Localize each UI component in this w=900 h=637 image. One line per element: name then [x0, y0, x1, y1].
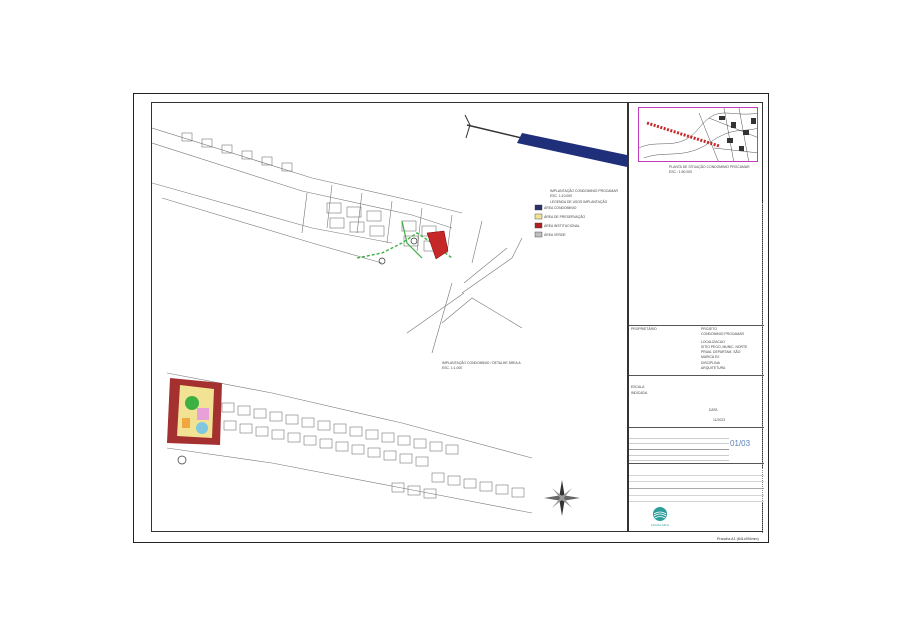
revision-table	[629, 433, 729, 461]
drawing-sheet: IMPLANTAÇÃO CONDOMINIO PROCAMAR ESC. 1:1…	[133, 93, 769, 543]
upper-lot-grid	[152, 127, 483, 264]
drawing-area: IMPLANTAÇÃO CONDOMINIO PROCAMAR ESC. 1:1…	[151, 102, 628, 532]
location-map	[638, 107, 758, 162]
discipline-label: DISCIPLINA	[701, 361, 720, 365]
logo-icon	[653, 507, 667, 521]
legend-swatches	[534, 204, 543, 238]
company-logo: LAGOA AZUL	[641, 506, 679, 532]
location-line: MARICÁ RJ	[701, 355, 720, 359]
detail-title: IMPLANTAÇÃO CONDOMINIO / DETALHE ÁREA A	[442, 361, 521, 365]
location-map-scale: ESC.: 1:50.000	[669, 170, 692, 174]
plan-scale: ESC. 1:10.000	[550, 194, 573, 198]
lower-lot-grid	[166, 372, 533, 514]
location-line: SITIO PEGO, MUNIC. NORTE	[701, 345, 748, 349]
owner-label: PROPRIETÁRIO	[631, 327, 657, 331]
legend-title: LEGENDA DE USOS IMPLANTAÇÃO	[550, 200, 608, 204]
signature-table	[629, 469, 764, 503]
legend-item-label: ÁREA CONDOMINIO	[544, 206, 577, 210]
project-name: CONDOMINIO PROCAMAR	[701, 332, 744, 336]
legend-item-label: ÁREA DE PRESERVAÇÃO	[544, 215, 586, 219]
institutional-area	[426, 230, 449, 260]
location-map-title: PLANTA DE SITUAÇÃO CONDOMINIO PROCAMAR	[669, 165, 750, 169]
legend-item-label: ÁREA INSTITUCIONAL	[544, 224, 580, 228]
sheet-size-label: Prancha A1 (841x594mm)	[717, 537, 759, 541]
leisure-area-detail	[167, 378, 222, 465]
detail-scale: ESC. 1:1.000	[442, 366, 463, 370]
discipline: ARQUITETURA	[701, 366, 726, 370]
project-label: PROJETO	[701, 327, 717, 331]
plan-title: IMPLANTAÇÃO CONDOMINIO PROCAMAR	[550, 189, 618, 193]
compass-rose-icon	[544, 480, 580, 516]
green-path	[356, 232, 453, 259]
scale-value: INDICADA	[631, 391, 648, 395]
date-value: 11/2023	[713, 418, 726, 422]
logo-text: LAGOA AZUL	[650, 523, 670, 527]
navy-strip	[464, 114, 627, 167]
date-label: DATA	[709, 408, 718, 412]
sheet-number: 01/03	[730, 439, 751, 448]
scale-label: ESCALA	[631, 385, 645, 389]
access-road	[406, 237, 523, 354]
site-plan-drawing	[152, 114, 627, 516]
location-label: LOCALIZACAO	[701, 340, 725, 344]
legend-item-label: ÁREA VERDE	[544, 233, 566, 237]
location-line: PRAIA, DEPARTAM. SÃO	[701, 350, 741, 354]
location-map-drawing	[639, 108, 757, 161]
title-block: PLANTA DE SITUAÇÃO CONDOMINIO PROCAMAR E…	[628, 102, 764, 533]
vertical-notes-strip	[762, 203, 769, 533]
